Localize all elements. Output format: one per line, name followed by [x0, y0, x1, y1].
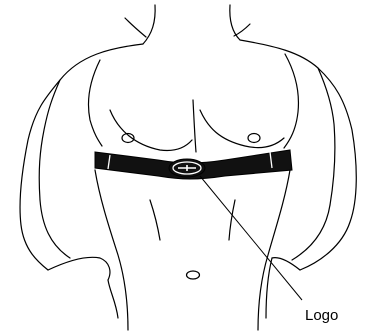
pectoral-left: [110, 110, 192, 151]
sternum-line: [193, 100, 196, 152]
hand-right: [266, 258, 272, 318]
neck-right-outline: [230, 5, 240, 40]
neck-muscle-right: [234, 24, 250, 36]
ab-line-right: [229, 200, 235, 240]
nipple-right: [248, 134, 260, 143]
arm-left-inner: [39, 80, 60, 200]
deltoid-left: [88, 60, 102, 146]
logo-label: Logo: [305, 307, 338, 325]
ab-line-left: [150, 200, 160, 240]
forearm-left-lower: [40, 200, 70, 258]
torso-left-side: [95, 170, 128, 330]
forearm-right-lower: [292, 205, 330, 260]
forearm-left: [48, 257, 110, 280]
arm-right-inner: [318, 68, 335, 205]
hand-left: [108, 280, 118, 318]
logo-leader-line: [200, 176, 302, 300]
neck-left-outline: [143, 5, 155, 44]
neck-muscle-left: [125, 18, 146, 37]
pectoral-right: [200, 110, 284, 148]
navel: [187, 271, 200, 279]
torso-right-side: [258, 170, 290, 330]
deltoid-right: [284, 54, 298, 148]
